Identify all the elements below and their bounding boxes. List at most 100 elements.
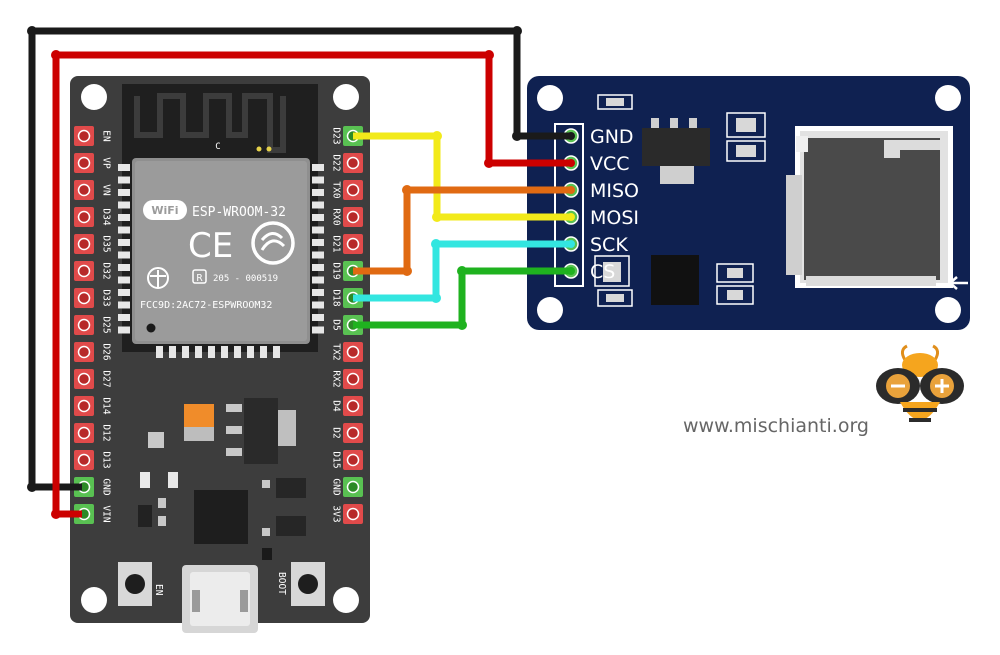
esp32-pin-label: D21 xyxy=(331,235,342,252)
r-mark: R xyxy=(196,273,203,284)
usb-uart-chip xyxy=(194,490,248,544)
pin1-dot xyxy=(146,323,156,333)
esp-wroom-32-module: WiFi ESP-WROOM-32 CE R 205 - 000519 FCC9… xyxy=(132,158,310,344)
en-button-label: EN xyxy=(153,584,164,596)
esp32-pin-label: RX0 xyxy=(331,208,342,225)
en-button[interactable] xyxy=(118,562,152,606)
esp32-pin-gnd[interactable] xyxy=(343,477,363,497)
esp32-pin-label: TX0 xyxy=(331,181,342,198)
esp32-pin-label: VP xyxy=(101,157,112,169)
esp32-pin-tx0[interactable] xyxy=(343,180,363,200)
esp32-pin-d25[interactable] xyxy=(74,315,94,335)
esp32-pin-label: D13 xyxy=(101,451,112,468)
esp32-pin-d32[interactable] xyxy=(74,261,94,281)
esp32-pin-d4[interactable] xyxy=(343,396,363,416)
mounting-hole xyxy=(333,84,359,110)
esp32-pin-label: GND xyxy=(331,478,342,495)
micro-usb-connector xyxy=(182,565,258,633)
esp32-pin-d35[interactable] xyxy=(74,234,94,254)
voltage-regulator-ams1117 xyxy=(642,118,710,184)
esp32-pin-3v3[interactable] xyxy=(343,504,363,524)
esp32-pin-label: D14 xyxy=(101,397,112,414)
esp32-pin-label: 3V3 xyxy=(331,505,342,522)
esp32-pin-d27[interactable] xyxy=(74,369,94,389)
mounting-hole xyxy=(935,297,961,323)
signal-certification-icon xyxy=(251,221,295,265)
esp32-pin-label: D26 xyxy=(101,343,112,360)
esp32-pin-vp[interactable] xyxy=(74,153,94,173)
micro-sd-card-slot xyxy=(786,126,953,288)
esp32-pin-rx0[interactable] xyxy=(343,207,363,227)
cert-number: 205 - 000519 xyxy=(213,274,278,284)
wire-cs[interactable] xyxy=(353,267,571,329)
wifi-logo: WiFi xyxy=(143,200,187,220)
esp32-pin-label: VIN xyxy=(101,505,112,522)
esp32-pin-label: GND xyxy=(101,478,112,495)
esp32-board: C WiFi ESP-WROOM-32 CE R xyxy=(70,76,370,633)
esp32-pin-label: D34 xyxy=(101,208,112,225)
esp32-pin-d12[interactable] xyxy=(74,423,94,443)
esp32-pin-label: D5 xyxy=(331,319,342,330)
sd-pin-label: VCC xyxy=(590,153,630,175)
level-shifter-chip xyxy=(651,255,699,305)
esp32-pin-label: RX2 xyxy=(331,370,342,387)
esp32-pin-label: D35 xyxy=(101,235,112,252)
card-insert-arrow-icon xyxy=(949,276,968,290)
mounting-hole xyxy=(81,84,107,110)
mounting-hole xyxy=(537,85,563,111)
esp32-pin-label: EN xyxy=(101,130,112,142)
wire-gnd[interactable] xyxy=(28,27,571,491)
esp32-pin-vn[interactable] xyxy=(74,180,94,200)
esp32-pin-label: D4 xyxy=(331,400,342,412)
esp32-pin-label: TX2 xyxy=(331,343,342,360)
boot-button[interactable] xyxy=(291,562,325,606)
module-side-pins xyxy=(118,164,324,358)
esp32-pin-d33[interactable] xyxy=(74,288,94,308)
esp32-pin-d21[interactable] xyxy=(343,234,363,254)
esp32-pin-d13[interactable] xyxy=(74,450,94,470)
esp32-pin-label: D15 xyxy=(331,451,342,468)
esp32-pin-d22[interactable] xyxy=(343,153,363,173)
bee-logo-icon xyxy=(876,344,964,422)
esp32-pin-label: D25 xyxy=(101,316,112,333)
esp32-pin-label: D12 xyxy=(101,424,112,441)
esp32-pin-label: D32 xyxy=(101,262,112,279)
board-components xyxy=(138,398,306,560)
wire-mosi[interactable] xyxy=(353,132,571,221)
mounting-hole xyxy=(333,587,359,613)
sd-pin-label: MOSI xyxy=(590,207,639,229)
esp32-pin-d14[interactable] xyxy=(74,396,94,416)
sd-pin-label: MISO xyxy=(590,180,639,202)
r-mark-box xyxy=(192,269,207,284)
esp32-pin-d2[interactable] xyxy=(343,423,363,443)
module-model: ESP-WROOM-32 xyxy=(192,205,286,220)
mounting-hole xyxy=(935,85,961,111)
esp32-pin-d15[interactable] xyxy=(343,450,363,470)
esp32-pin-rx2[interactable] xyxy=(343,369,363,389)
esp32-pin-label: VN xyxy=(101,184,112,196)
wire-sck[interactable] xyxy=(353,240,571,302)
esp32-pin-d26[interactable] xyxy=(74,342,94,362)
antenna-marking: C xyxy=(215,142,220,152)
sd-pin-label: CS xyxy=(590,261,615,283)
watermark: www.mischianti.org xyxy=(683,344,964,437)
mounting-hole xyxy=(537,297,563,323)
esp32-pin-d34[interactable] xyxy=(74,207,94,227)
smd-component xyxy=(148,432,164,448)
esp32-pin-label: D22 xyxy=(331,154,342,171)
esp32-pin-label: D18 xyxy=(331,289,342,306)
sd-pin-label: GND xyxy=(590,126,634,148)
right-pin-header: D23D22TX0RX0D21D19D18D5TX2RX2D4D2D15GND3… xyxy=(331,126,363,524)
wire-miso[interactable] xyxy=(353,186,571,275)
telec-mark-icon xyxy=(147,267,169,289)
esp32-pin-tx2[interactable] xyxy=(343,342,363,362)
website-url: www.mischianti.org xyxy=(683,415,869,437)
esp32-pin-label: D19 xyxy=(331,262,342,279)
esp32-pin-en[interactable] xyxy=(74,126,94,146)
esp32-pin-label: D23 xyxy=(331,127,342,144)
sd-pin-header-outline xyxy=(554,123,584,287)
boot-button-label: BOOT xyxy=(276,572,287,595)
voltage-regulator xyxy=(244,398,278,464)
